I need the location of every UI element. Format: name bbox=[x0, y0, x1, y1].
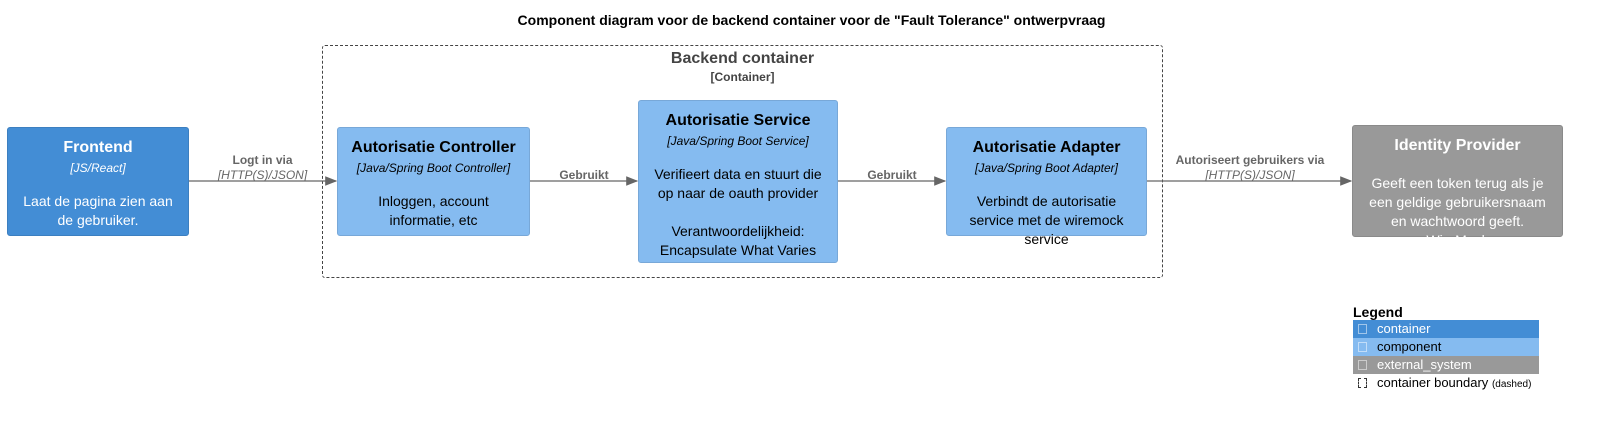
edge-label-controller-service: Gebruikt bbox=[535, 168, 633, 183]
legend-label: component bbox=[1377, 339, 1442, 354]
identity-provider-external-system[interactable]: Identity Provider Geeft een token terug … bbox=[1352, 125, 1563, 248]
edge-label-text: Gebruikt bbox=[559, 168, 609, 182]
idp-name: Identity Provider bbox=[1394, 137, 1521, 154]
legend-label: container boundary bbox=[1377, 375, 1489, 390]
frontend-container[interactable]: Frontend [JS/React] Laat de pagina zien … bbox=[7, 127, 189, 236]
boundary-type: [Container] bbox=[710, 70, 775, 84]
legend-title: Legend bbox=[1353, 304, 1403, 320]
autorisatie-controller-component[interactable]: Autorisatie Controller [Java/Spring Boot… bbox=[337, 127, 530, 236]
adapter-name: Autorisatie Adapter bbox=[972, 139, 1121, 156]
edge-label-frontend-controller: Logt in via [HTTP(S)/JSON] bbox=[200, 153, 325, 183]
autorisatie-service-component[interactable]: Autorisatie Service [Java/Spring Boot Se… bbox=[638, 100, 838, 263]
boundary-title: Backend container bbox=[670, 50, 815, 67]
edge-label-service-adapter: Gebruikt bbox=[843, 168, 941, 183]
legend-item-container: container bbox=[1353, 320, 1539, 338]
backend-container-boundary bbox=[322, 45, 1163, 278]
legend-label: container bbox=[1377, 321, 1431, 336]
frontend-name: Frontend bbox=[63, 139, 133, 156]
frontend-tech: [JS/React] bbox=[70, 161, 126, 175]
controller-desc: Inloggen, account informatie, etc bbox=[378, 193, 489, 228]
edge-label-text: Autoriseert gebruikers via bbox=[1175, 153, 1325, 167]
controller-tech: [Java/Spring Boot Controller] bbox=[356, 161, 511, 175]
edge-label-tech: [HTTP(S)/JSON] bbox=[1205, 168, 1295, 182]
legend-dashed-box-icon bbox=[1358, 378, 1367, 388]
legend-label: external_system bbox=[1377, 357, 1472, 372]
legend-item-component: component bbox=[1353, 338, 1539, 356]
service-name: Autorisatie Service bbox=[665, 112, 811, 129]
autorisatie-adapter-component[interactable]: Autorisatie Adapter [Java/Spring Boot Ad… bbox=[946, 127, 1147, 247]
controller-name: Autorisatie Controller bbox=[351, 139, 516, 156]
adapter-tech: [Java/Spring Boot Adapter] bbox=[975, 161, 1118, 175]
edge-label-text: Gebruikt bbox=[867, 168, 917, 182]
frontend-desc: Laat de pagina zien aan de gebruiker. bbox=[23, 193, 173, 228]
legend-item-external-system: external_system bbox=[1353, 356, 1539, 374]
service-desc: Verifieert data en stuurt die op naar de… bbox=[654, 166, 822, 258]
edge-label-text: Logt in via bbox=[232, 153, 293, 167]
legend-swatch-icon bbox=[1358, 360, 1367, 370]
service-tech: [Java/Spring Boot Service] bbox=[667, 134, 809, 148]
legend-swatch-icon bbox=[1358, 324, 1367, 334]
legend-swatch-icon bbox=[1358, 342, 1367, 352]
legend: Legend container component external_syst… bbox=[1353, 304, 1539, 392]
diagram-title: Component diagram voor de backend contai… bbox=[517, 12, 1106, 28]
edge-label-tech: [HTTP(S)/JSON] bbox=[217, 168, 308, 182]
adapter-desc: Verbindt de autorisatie service met de w… bbox=[969, 193, 1124, 247]
legend-note: (dashed) bbox=[1491, 379, 1532, 390]
idp-desc: Geeft een token terug als je een geldige… bbox=[1369, 175, 1546, 248]
legend-item-container-boundary: container boundary (dashed) bbox=[1353, 374, 1539, 392]
edge-label-adapter-idp: Autoriseert gebruikers via [HTTP(S)/JSON… bbox=[1160, 153, 1340, 183]
